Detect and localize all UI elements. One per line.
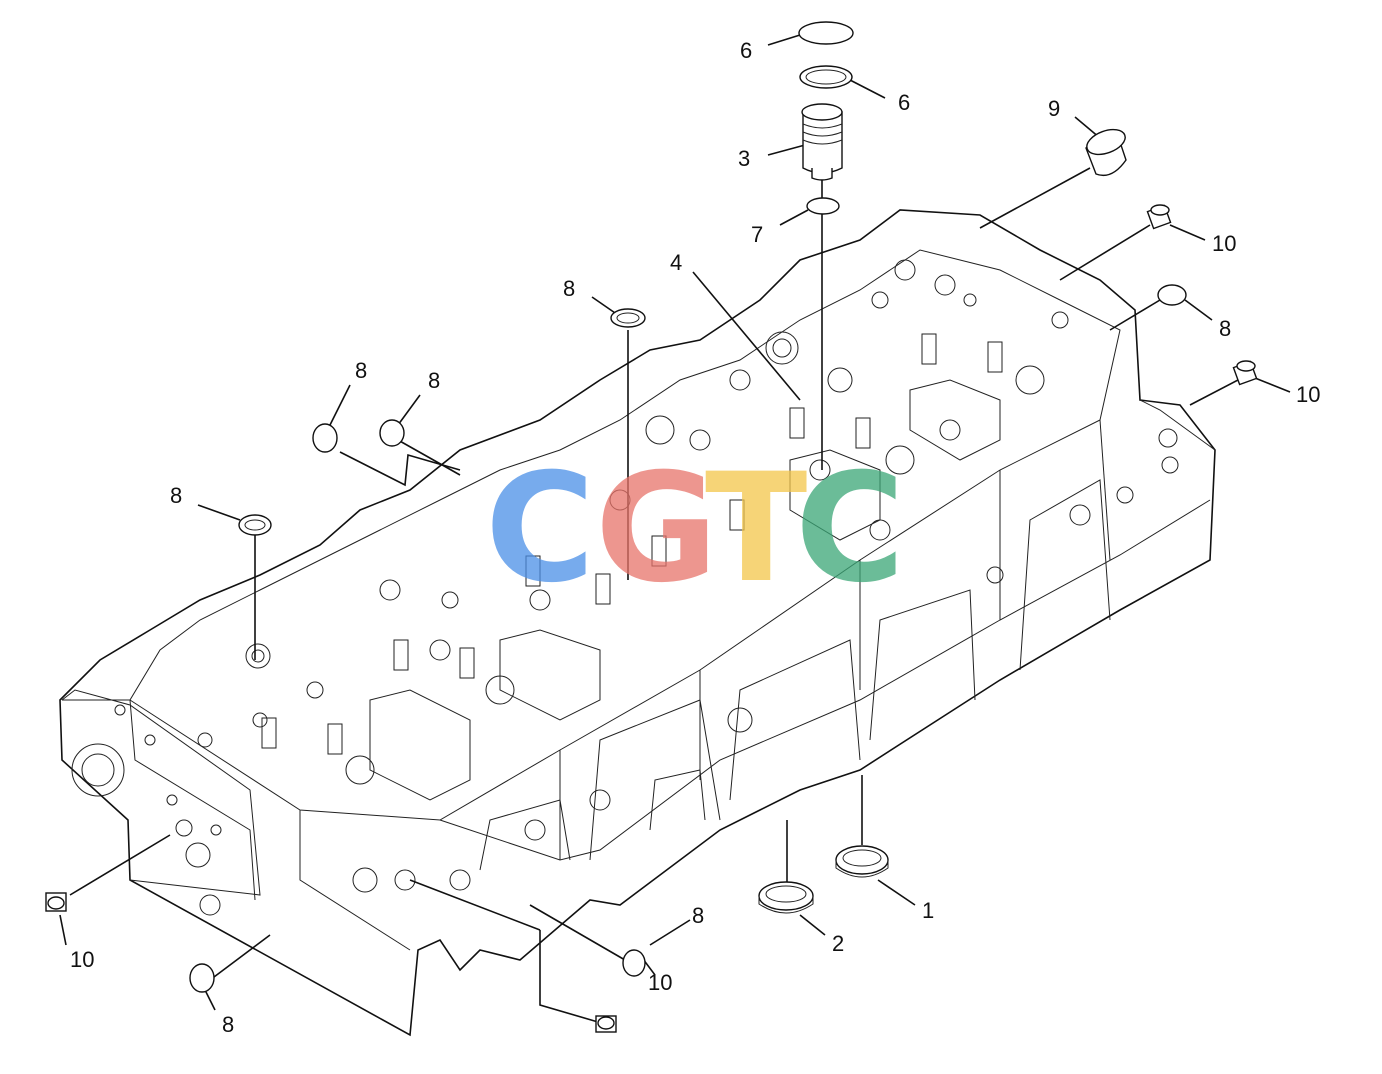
- callout-8-left-a: 8: [355, 358, 367, 383]
- callout-8-bottom-center: 8: [692, 903, 704, 928]
- watermark-letter-3: T: [705, 442, 807, 616]
- part-8-cup-center: [610, 308, 646, 328]
- callout-9: 9: [1048, 96, 1060, 121]
- part-1-ring: [835, 845, 889, 878]
- part-8-cup-bottom-left: [189, 963, 215, 993]
- part-7-oring: [806, 197, 840, 215]
- callout-8-left-b: 8: [428, 368, 440, 393]
- callout-10-bottom-center: 10: [648, 970, 672, 995]
- callout-6-lower: 6: [898, 90, 910, 115]
- part-8-cup-left-b: [379, 419, 405, 447]
- watermark-letter-4: C: [795, 442, 905, 616]
- callout-8-center-top: 8: [563, 276, 575, 301]
- watermark-logo: C G T C: [485, 442, 905, 616]
- leader-lines: [59, 34, 1291, 1023]
- callout-3: 3: [738, 146, 750, 171]
- callout-8-bottom-left: 8: [222, 1012, 234, 1037]
- callout-7: 7: [751, 222, 763, 247]
- callout-8-right: 8: [1219, 316, 1231, 341]
- part-9-plug: [1085, 128, 1127, 177]
- callout-labels: 6 6 3 7 4 9 10 8 10 8 8 8 8 10 8 10 8 2 …: [70, 38, 1320, 1037]
- parts: [45, 21, 1258, 1033]
- part-6-oring-upper: [798, 21, 854, 45]
- callout-8-left: 8: [170, 483, 182, 508]
- part-8-cup-left-a: [312, 423, 338, 453]
- watermark-letter-1: C: [485, 442, 595, 616]
- part-10-plug-bottom-left: [45, 892, 67, 912]
- callout-6-upper: 6: [740, 38, 752, 63]
- callout-10-bottom-left: 10: [70, 947, 94, 972]
- part-8-cup-bottom-center: [622, 949, 646, 977]
- part-8-cup-right: [1157, 284, 1187, 306]
- part-10-plug-bottom-center: [595, 1015, 617, 1033]
- part-3-sleeve: [801, 103, 843, 181]
- deck-details: [197, 259, 1179, 893]
- part-2-ring: [758, 881, 814, 914]
- callout-2: 2: [832, 931, 844, 956]
- callout-1: 1: [922, 898, 934, 923]
- part-10-plug-top-right: [1146, 204, 1172, 230]
- watermark-letter-2: G: [595, 442, 718, 616]
- callout-4: 4: [670, 250, 682, 275]
- callout-10-right: 10: [1296, 382, 1320, 407]
- part-6-oring-lower: [799, 65, 853, 89]
- part-8-cup-left: [238, 514, 272, 536]
- part-10-plug-right: [1232, 360, 1258, 386]
- cylinder-head-body: [59, 209, 1216, 1037]
- callout-10-top-right: 10: [1212, 231, 1236, 256]
